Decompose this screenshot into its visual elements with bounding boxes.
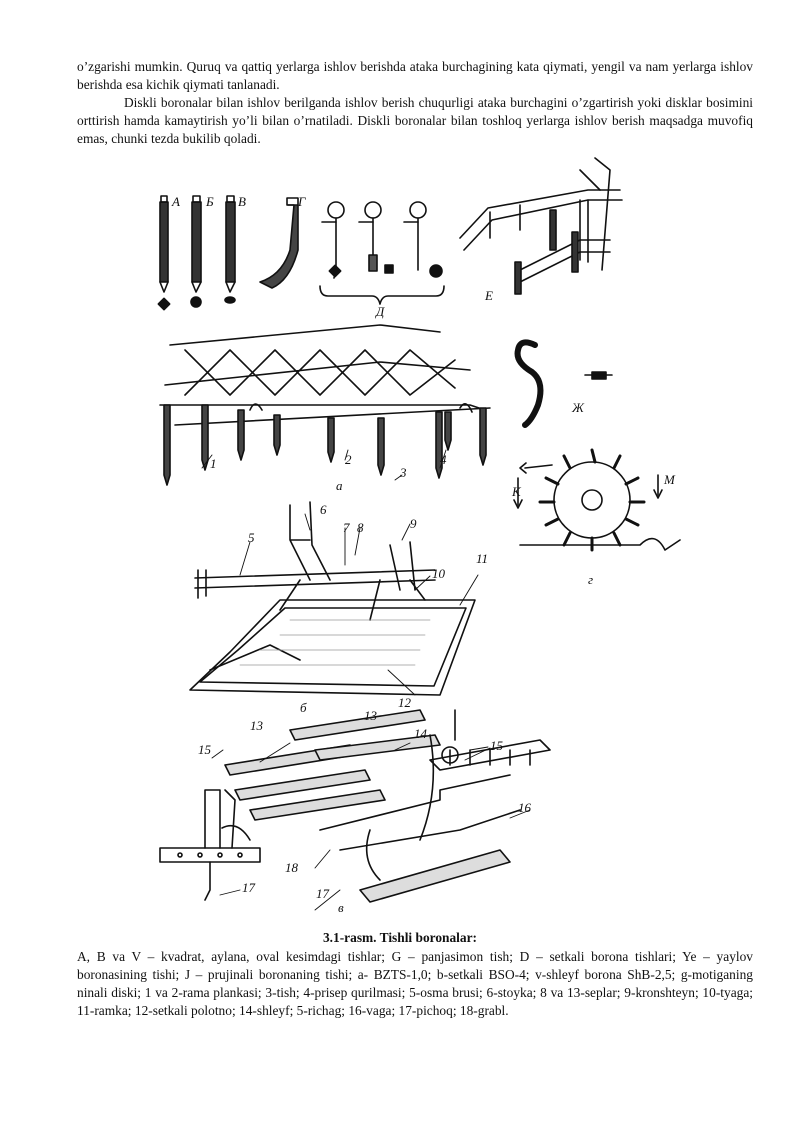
label-part-18: 18 <box>285 860 299 875</box>
label-part-10: 10 <box>432 566 446 581</box>
label-part-6: 6 <box>320 502 327 517</box>
label-part-5: 5 <box>248 530 255 545</box>
mesh-harrow-drawing <box>189 501 476 696</box>
label-part-13b: 13 <box>250 718 264 733</box>
label-force-m: М <box>663 472 676 487</box>
label-tooth-v: В <box>238 194 246 209</box>
label-tooth-g: Г <box>297 194 306 209</box>
label-part-14: 14 <box>414 726 428 741</box>
label-force-k: К <box>511 484 522 499</box>
tooth-ye-drawing <box>459 157 623 295</box>
figure-caption-title: 3.1-rasm. Tishli boronalar: <box>322 930 477 945</box>
label-tooth-zh: Ж <box>571 400 585 415</box>
label-tooth-b: Б <box>205 194 214 209</box>
label-part-2: 2 <box>345 452 352 467</box>
label-part-17a: 17 <box>242 880 256 895</box>
label-part-11: 11 <box>476 551 488 566</box>
lever-detail-drawing <box>159 789 261 901</box>
label-part-15a: 15 <box>198 742 212 757</box>
tooth-d-drawing <box>319 201 445 305</box>
needle-disk-drawing <box>513 448 681 552</box>
label-tooth-ye: Е <box>484 288 493 303</box>
label-part-12: 12 <box>398 695 412 710</box>
label-part-17b: 17 <box>316 886 330 901</box>
label-view-a: а <box>336 478 343 493</box>
label-part-8: 8 <box>357 520 364 535</box>
figure-caption-body: A, B va V – kvadrat, aylana, oval kesimd… <box>77 949 753 1018</box>
zigzag-harrow-drawing <box>159 324 491 486</box>
label-view-g: г <box>588 572 593 587</box>
label-view-v: в <box>338 900 344 915</box>
chain-harrow-drawing <box>224 709 551 903</box>
body-paragraph-1: o’zgarishi mumkin. Quruq va qattiq yerla… <box>77 59 753 92</box>
tooth-zh-drawing <box>514 339 613 428</box>
body-paragraph-2: Diskli boronalar bilan ishlov berilganda… <box>77 95 753 146</box>
label-tooth-a: A <box>171 194 180 209</box>
label-view-b: б <box>300 700 307 715</box>
label-part-3: 3 <box>399 465 407 480</box>
tooth-a-drawing <box>157 195 171 311</box>
label-part-15b: 15 <box>490 738 504 753</box>
label-part-16: 16 <box>518 800 532 815</box>
label-tooth-d: Д <box>374 304 385 319</box>
label-part-4: 4 <box>440 452 447 467</box>
tooth-v-drawing <box>224 195 236 304</box>
label-part-13a: 13 <box>364 708 378 723</box>
label-part-7: 7 <box>343 520 350 535</box>
harrow-figure: A Б В Г Д Е Ж 1 2 3 4 5 6 7 8 9 10 11 12… <box>157 157 681 915</box>
label-part-9: 9 <box>410 516 417 531</box>
label-part-1: 1 <box>210 456 217 471</box>
tooth-g-drawing <box>259 197 299 289</box>
tooth-b-drawing <box>190 195 202 308</box>
